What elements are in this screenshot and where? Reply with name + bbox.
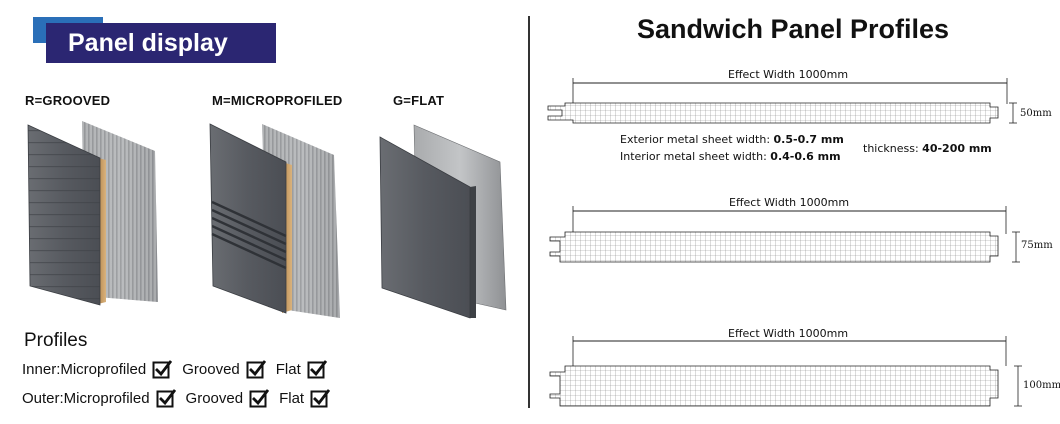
checkbox-checked-icon xyxy=(152,360,173,379)
checkbox-checked-icon xyxy=(249,389,270,408)
grooved-panel-image xyxy=(27,121,158,306)
interior-sheet-value: 0.4-0.6 mm xyxy=(770,150,841,163)
inner-flat-label: Flat xyxy=(275,360,301,378)
outer-flat-label: Flat xyxy=(279,389,305,407)
profile-50mm-diagram xyxy=(547,78,1017,124)
section-divider xyxy=(528,16,530,408)
microprofiled-panel-image xyxy=(209,123,340,318)
diagram-title: Sandwich Panel Profiles xyxy=(636,14,950,44)
profile-75mm-diagram xyxy=(549,206,1020,263)
thickness-dim-50: 50mm xyxy=(1020,108,1052,119)
thickness-spec-label: thickness: xyxy=(863,142,919,155)
inner-grooved-label: Grooved xyxy=(182,360,240,378)
effect-width-label-100: Effect Width 1000mm xyxy=(728,327,849,340)
panel-label-grooved: R=GROOVED xyxy=(25,93,111,108)
checkbox-checked-icon xyxy=(156,389,176,408)
profiles-heading: Profiles xyxy=(24,330,88,351)
exterior-sheet-spec: Exterior metal sheet width: 0.5-0.7 mm xyxy=(620,133,844,146)
thickness-spec: thickness: 40-200 mm xyxy=(863,142,992,155)
checkbox-checked-icon xyxy=(310,389,331,408)
profile-100mm-diagram xyxy=(549,336,1022,407)
inner-profile-label: Inner:Microprofiled xyxy=(22,360,147,378)
thickness-dim-75: 75mm xyxy=(1021,240,1053,251)
exterior-sheet-value: 0.5-0.7 mm xyxy=(773,133,844,146)
outer-grooved-label: Grooved xyxy=(185,389,244,407)
effect-width-label-75: Effect Width 1000mm xyxy=(729,196,850,209)
panel-label-flat: G=FLAT xyxy=(393,93,445,108)
flat-panel-image xyxy=(379,124,507,319)
checkbox-checked-icon xyxy=(307,360,327,379)
inner-profile-row: Inner:Microprofiled Grooved Flat xyxy=(22,356,337,382)
outer-profile-row: Outer:Microprofiled Grooved Flat xyxy=(22,385,340,411)
panel-display-badge: Panel display xyxy=(46,23,276,63)
interior-sheet-label: Interior metal sheet width: xyxy=(620,150,767,163)
thickness-dim-100: 100mm xyxy=(1023,380,1060,391)
checkbox-checked-icon xyxy=(246,360,266,379)
effect-width-label-50: Effect Width 1000mm xyxy=(728,68,849,81)
interior-sheet-spec: Interior metal sheet width: 0.4-0.6 mm xyxy=(620,150,841,163)
outer-profile-label: Outer:Microprofiled xyxy=(22,389,150,407)
exterior-sheet-label: Exterior metal sheet width: xyxy=(620,133,771,146)
thickness-spec-value: 40-200 mm xyxy=(922,142,992,155)
panel-label-microprofiled: M=MICROPROFILED xyxy=(212,93,343,108)
